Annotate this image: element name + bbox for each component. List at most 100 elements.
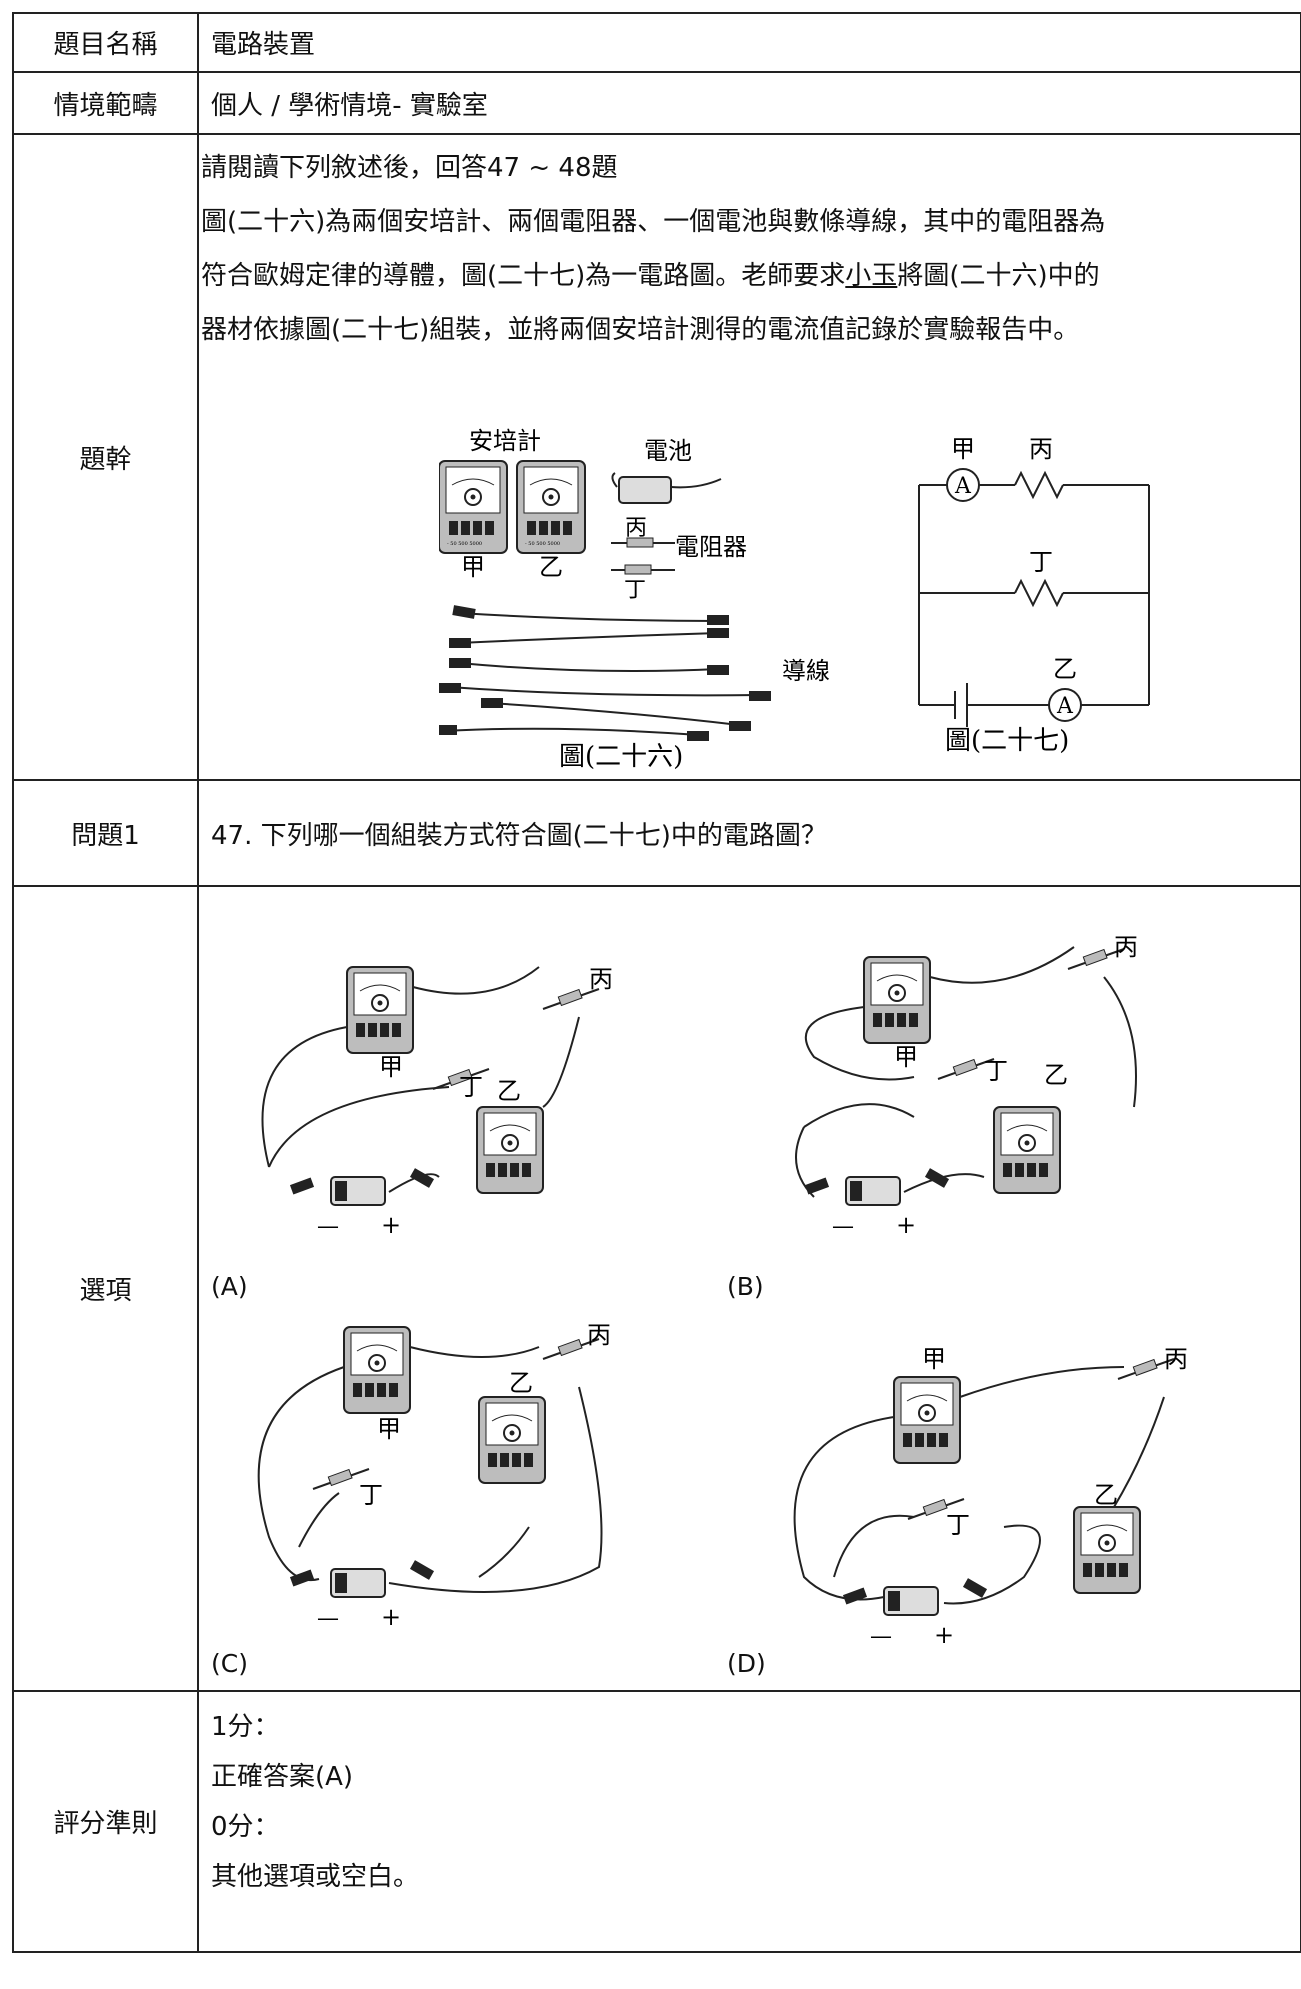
option-c-resistor-bing	[542, 1338, 600, 1360]
scoring-line-2: 正確答案(A)	[211, 1762, 354, 1792]
scoring-line-3: 0分：	[211, 1812, 280, 1842]
option-a-jia-label: 甲	[379, 1053, 403, 1081]
option-b-minus-label: —	[832, 1214, 854, 1239]
stem-cell: 請閱讀下列敘述後，回答47 ~ 48題 圖(二十六)為兩個安培計、兩個電阻器、一…	[197, 133, 1301, 781]
option-c-ammeter-yi	[478, 1396, 546, 1484]
option-b-ammeter-jia	[863, 956, 931, 1044]
stem-line-3: 符合歐姆定律的導體，圖(二十七)為一電路圖。老師要求小玉將圖(二十六)中的	[201, 249, 1300, 303]
option-a-resistor-ding	[432, 1068, 490, 1090]
stem-line-2: 圖(二十六)為兩個安培計、兩個電阻器、一個電池與數條導線，其中的電阻器為	[201, 207, 1106, 237]
options-label: 選項	[12, 885, 199, 1692]
wire	[833, 1514, 915, 1578]
question-text: 47. 下列哪一個組裝方式符合圖(二十七)中的電路圖？	[197, 779, 1301, 887]
wire-clips	[439, 605, 771, 741]
wire	[929, 946, 1075, 984]
option-a-resistor-bing	[542, 988, 600, 1010]
resistor-bing-label: 丙	[625, 516, 647, 541]
scoring-cell: 1分： 正確答案(A) 0分： 其他選項或空白。	[197, 1690, 1301, 1953]
option-c-battery	[330, 1568, 386, 1598]
ammeter-jia: - 50 500 5000	[439, 460, 508, 554]
wire	[943, 1524, 1041, 1605]
wire	[298, 1492, 340, 1548]
option-d-label[interactable]: (D)	[727, 1649, 766, 1678]
wire	[261, 1026, 348, 1168]
scoring-line-1: 1分：	[211, 1712, 280, 1742]
fig27-yi-label: 乙	[1053, 655, 1077, 683]
option-a-yi-label: 乙	[497, 1077, 521, 1105]
question-table: 題目名稱 電路裝置 情境範疇 個人 / 學術情境- 實驗室 題幹 請閱讀下列敘述…	[12, 12, 1301, 1953]
option-c-jia-label: 甲	[377, 1415, 401, 1443]
option-c-bing-label: 丙	[587, 1321, 611, 1349]
option-b-jia-label: 甲	[894, 1043, 918, 1071]
ammeter-yi-symbol: A	[1048, 688, 1082, 722]
figure-26-caption: 圖(二十六)	[559, 742, 683, 770]
option-d-battery	[883, 1586, 939, 1616]
context-value: 個人 / 學術情境- 實驗室	[197, 71, 1301, 135]
option-b-bing-label: 丙	[1114, 933, 1138, 961]
option-b-resistor-ding	[937, 1058, 995, 1080]
wire	[793, 1416, 895, 1601]
stem-label: 題幹	[12, 133, 199, 781]
ammeter-yi: - 50 500 5000	[516, 460, 586, 554]
stem-line-3b: 將圖(二十六)中的	[897, 261, 1100, 291]
scoring-label: 評分準則	[12, 1690, 199, 1953]
option-d-resistor-ding	[907, 1498, 965, 1520]
stem-line-4: 器材依據圖(二十七)組裝，並將兩個安培計測得的電流值記錄於實驗報告中。	[201, 315, 1080, 345]
circuit-wires	[918, 470, 1150, 706]
resistor-ding-label: 丁	[624, 578, 646, 603]
options-cell: 甲乙丙丁—+甲乙丙丁—+甲乙丙丁—+甲乙丙丁—+ (A) (B) (C) (D)	[197, 885, 1301, 1692]
wire	[804, 1006, 915, 1081]
student-name: 小玉	[845, 261, 898, 291]
option-a-label[interactable]: (A)	[211, 1272, 248, 1301]
option-c-label[interactable]: (C)	[211, 1649, 248, 1678]
clip	[289, 1569, 315, 1587]
ammeter-yi-symbol-letter: A	[1056, 694, 1074, 719]
option-b-ammeter-yi	[993, 1106, 1061, 1194]
option-b-resistor-bing	[1067, 948, 1125, 970]
wire	[959, 1366, 1125, 1398]
clip	[962, 1578, 988, 1598]
option-d-resistor-bing	[1117, 1358, 1175, 1380]
wire	[257, 1366, 345, 1582]
ammeter-jia-scale: - 50 500 5000	[447, 541, 482, 547]
figure-27-circuit: A A 甲 丙 丁 乙 圖(二十七)	[918, 435, 1150, 755]
wire	[388, 1386, 603, 1593]
context-label: 情境範疇	[12, 71, 199, 135]
clip	[409, 1168, 435, 1188]
option-c-plus-label: +	[381, 1603, 401, 1631]
stem-line-1: 請閱讀下列敘述後，回答47 ~ 48題	[201, 153, 618, 183]
option-c-resistor-ding	[312, 1468, 370, 1490]
option-b-battery	[845, 1176, 901, 1206]
figure-27-caption: 圖(二十七)	[945, 726, 1069, 755]
clip	[289, 1177, 315, 1195]
option-a-ammeter-yi	[476, 1106, 544, 1194]
ammeter-jia-symbol-letter: A	[954, 474, 972, 499]
wire	[409, 1346, 540, 1358]
wire	[1103, 976, 1137, 1108]
option-b-label[interactable]: (B)	[727, 1272, 764, 1301]
option-d-ammeter-yi	[1073, 1506, 1141, 1594]
wire	[542, 1016, 580, 1108]
option-d-ammeter-jia	[893, 1376, 961, 1464]
fig27-ding-label: 丁	[1029, 548, 1053, 576]
option-d-bing-label: 丙	[1164, 1345, 1188, 1373]
wire	[268, 1086, 450, 1168]
ammeters-label: 安培計	[469, 427, 541, 455]
option-a-battery	[330, 1176, 386, 1206]
wire	[803, 1103, 915, 1128]
option-a-minus-label: —	[317, 1214, 339, 1239]
title-value: 電路裝置	[197, 12, 1301, 73]
option-d-ding-label: 丁	[946, 1511, 970, 1539]
fig27-jia-label: 甲	[951, 435, 975, 463]
resistors-label: 電阻器	[675, 533, 747, 561]
battery-label: 電池	[644, 437, 692, 465]
option-d-yi-label: 乙	[1094, 1481, 1118, 1509]
clip	[804, 1177, 830, 1195]
option-c-yi-label: 乙	[509, 1369, 533, 1397]
option-b-ding-label: 丁	[984, 1057, 1008, 1085]
option-a-ammeter-jia	[346, 966, 414, 1054]
option-c-ding-label: 丁	[359, 1481, 383, 1509]
